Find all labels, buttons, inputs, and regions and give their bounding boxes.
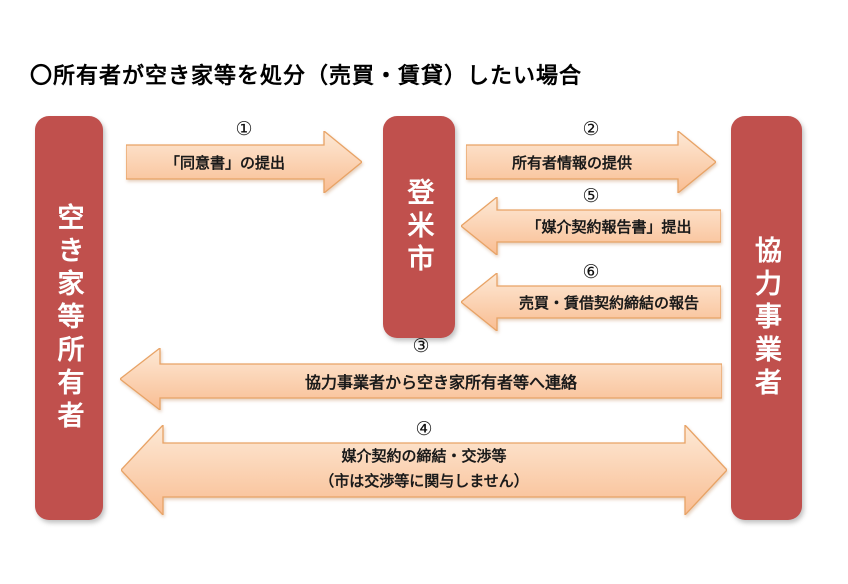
arrow-2-label: 所有者情報の提供 <box>511 154 632 172</box>
arrow-4-label-group: 媒介契約の締結・交渉等 （市は交渉等に関与しません） <box>163 443 685 497</box>
arrow-4-label-line1: 媒介契約の締結・交渉等 <box>341 448 507 466</box>
actor-city-label: 登米市 <box>403 177 434 277</box>
arrow-4-number: ④ <box>415 419 433 440</box>
arrow-1-consent-submission: ① 「同意書」の提出 <box>126 119 362 193</box>
arrow-6-contract-conclusion-report: ⑥ 売買・賃借契約締結の報告 <box>461 262 721 331</box>
arrow-left-icon <box>461 273 721 331</box>
arrow-left-icon <box>120 348 722 410</box>
arrow-1-number: ① <box>235 119 253 140</box>
arrow-4-label-line2: （市は交渉等に関与しません） <box>319 473 529 490</box>
actor-partner-label: 協力事業者 <box>751 235 781 401</box>
arrow-right-icon <box>466 131 716 193</box>
arrow-3-number: ③ <box>412 336 430 357</box>
arrow-2-number: ② <box>582 119 600 140</box>
arrow-5-brokerage-report: ⑤ 「媒介契約報告書」提出 <box>461 186 721 255</box>
arrow-5-number: ⑤ <box>582 186 600 207</box>
diagram-title: 〇所有者が空き家等を処分（売買・賃貸）したい場合 <box>30 63 583 88</box>
arrow-4-brokerage-negotiation: ④ 媒介契約の締結・交渉等 （市は交渉等に関与しません） <box>121 419 727 515</box>
arrow-right-icon <box>126 131 362 193</box>
arrow-1-label: 「同意書」の提出 <box>164 154 285 172</box>
arrow-2-owner-info: ② 所有者情報の提供 <box>466 119 716 193</box>
arrow-5-label: 「媒介契約報告書」提出 <box>526 218 692 236</box>
actor-partner-bar: 協力事業者 <box>731 116 802 520</box>
actor-owner-bar: 空き家等所有者 <box>35 116 103 520</box>
arrow-6-label: 売買・賃借契約締結の報告 <box>518 294 699 312</box>
arrow-left-icon <box>461 197 721 255</box>
arrow-3-label: 協力事業者から空き家所有者等へ連絡 <box>304 375 577 392</box>
arrow-double-icon <box>121 425 727 515</box>
arrow-6-number: ⑥ <box>582 262 600 283</box>
actor-city-bar: 登米市 <box>383 116 455 338</box>
actor-owner-label: 空き家等所有者 <box>53 202 84 434</box>
arrow-3-partner-contact: ③ 協力事業者から空き家所有者等へ連絡 <box>120 336 722 410</box>
